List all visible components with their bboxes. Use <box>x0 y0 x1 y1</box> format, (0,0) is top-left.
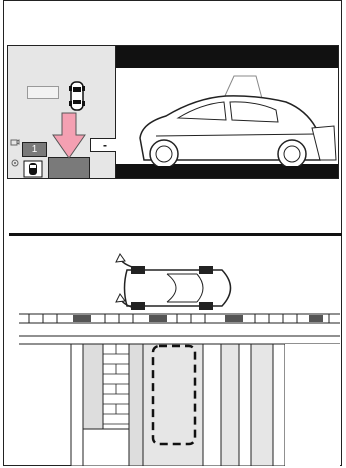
parking-camera-screen: 1 - <box>7 45 339 179</box>
curb <box>19 314 340 323</box>
car-top-view-icon <box>68 81 86 111</box>
parking-stalls <box>71 344 340 466</box>
parked-car-view <box>116 68 339 166</box>
move-down-arrow-icon <box>52 112 86 160</box>
parking-assist-icon[interactable] <box>23 160 43 178</box>
car-top-view <box>125 266 231 310</box>
settings-icon[interactable] <box>10 158 20 168</box>
rear-camera-view <box>116 46 339 178</box>
camera-icon[interactable] <box>10 138 20 146</box>
overhead-view-panel: 1 <box>8 46 116 178</box>
section-divider <box>9 233 342 236</box>
parking-maneuver-diagram <box>7 250 342 466</box>
confirm-box[interactable] <box>48 157 90 179</box>
slot-number-box[interactable]: 1 <box>22 142 47 157</box>
empty-slot-marker <box>27 86 59 99</box>
bottom-bar <box>116 164 339 178</box>
top-bar <box>116 46 339 68</box>
